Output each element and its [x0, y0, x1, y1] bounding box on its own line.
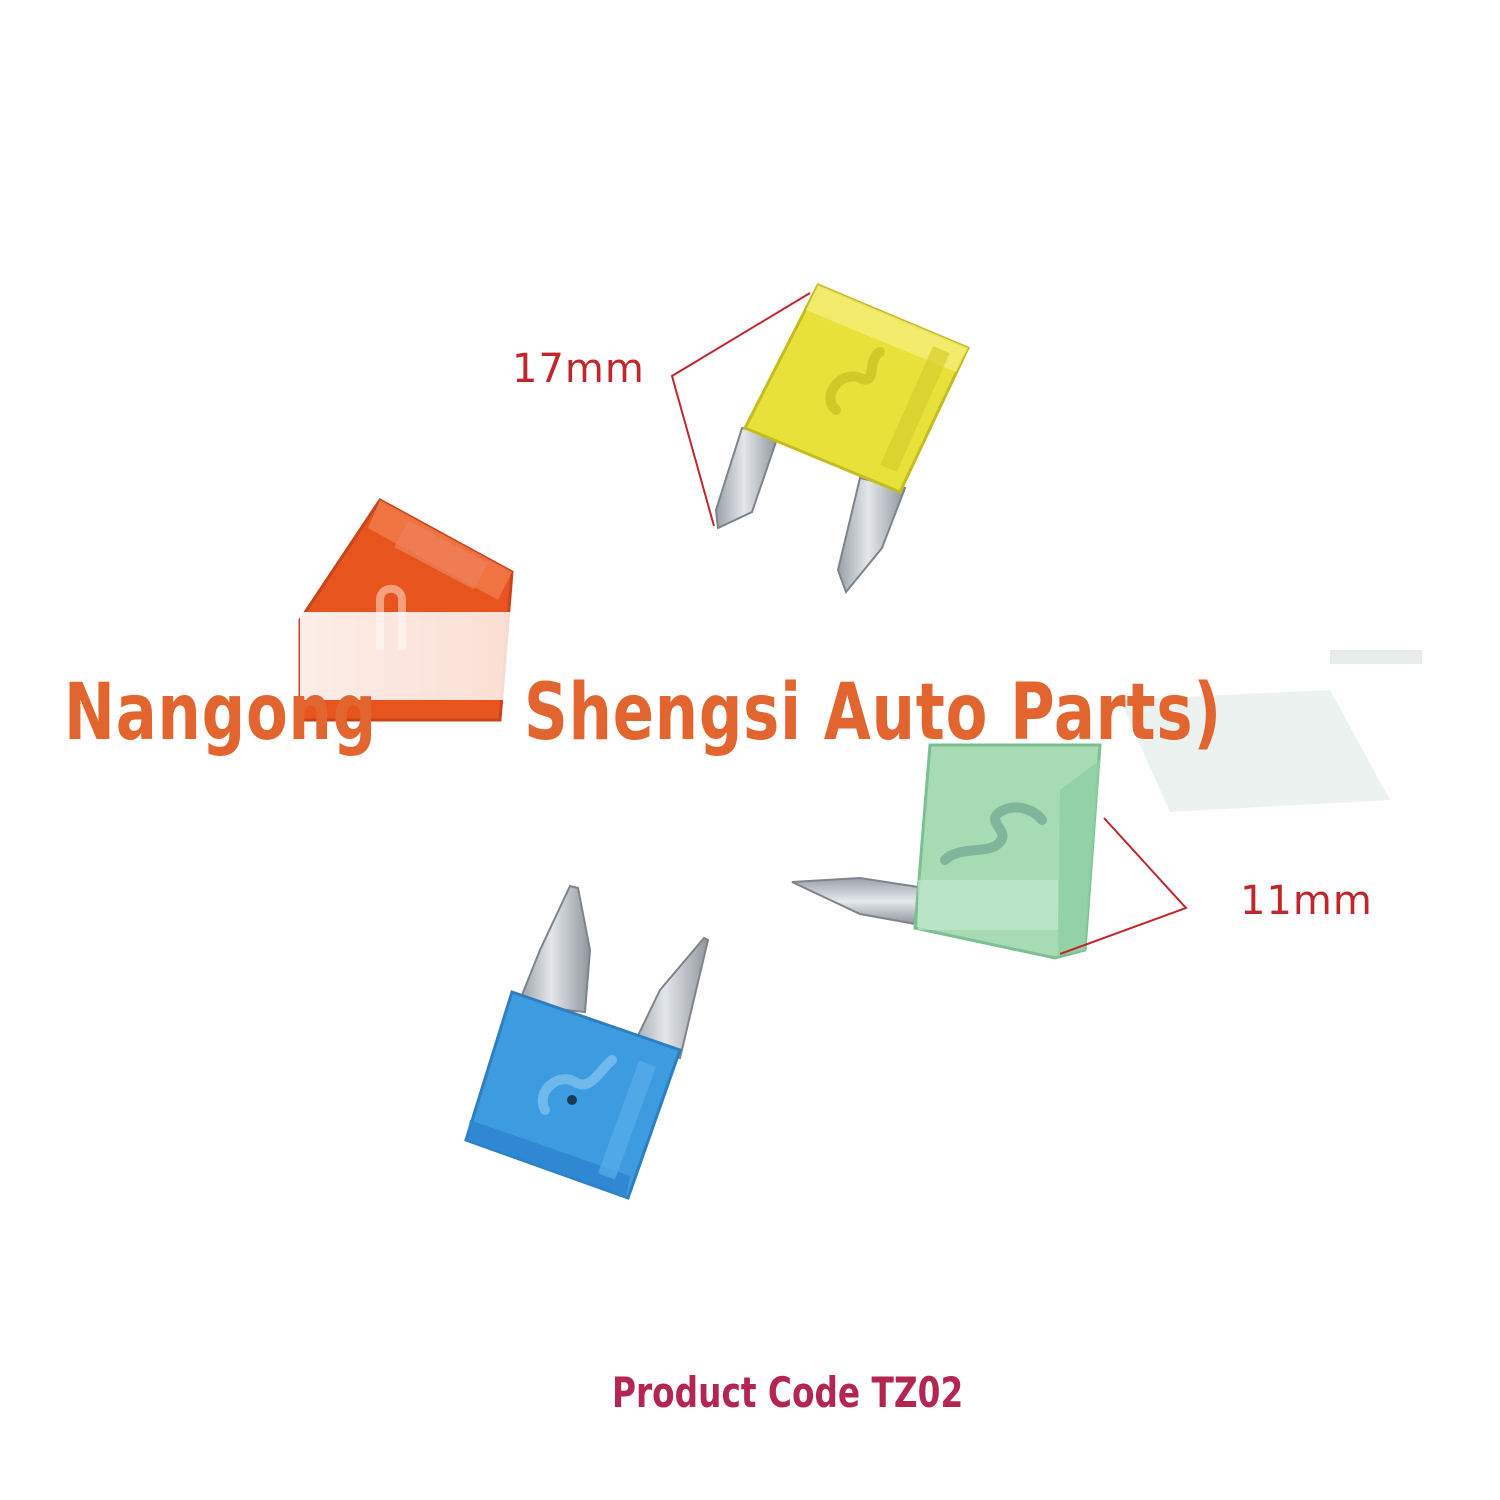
yellow-fuse: [714, 283, 971, 594]
green-fuse-side: [1058, 760, 1100, 956]
green-fuse: [791, 743, 1102, 960]
blue-fuse-rib: [598, 1060, 656, 1180]
blue-fuse-bottom: [466, 1120, 630, 1198]
blue-fuse-dot: [567, 1095, 577, 1105]
dimension-label-width: 11mm: [1240, 878, 1373, 924]
dimension-lines: [670, 292, 1188, 955]
green-fuse-base: [918, 880, 1058, 930]
product-code-label: Product Code TZ02: [612, 1368, 964, 1417]
faded-bar: [1330, 650, 1422, 664]
orange-fuse-element-mark: [376, 584, 406, 650]
green-fuse-element-mark: [940, 802, 1047, 865]
blue-fuse-blade-left: [518, 884, 592, 1014]
green-fuse-faded-blade: [1120, 690, 1390, 812]
yellow-fuse-blade-right: [836, 476, 907, 594]
fade-band: [300, 612, 1420, 700]
yellow-fuse-top: [806, 285, 968, 372]
watermark-left-text: Nangong: [64, 668, 377, 758]
orange-fuse-rib: [394, 520, 488, 590]
watermark-right-text: Shengsi Auto Parts): [524, 668, 1222, 758]
yellow-fuse-rib: [880, 345, 950, 473]
dimension-line-11mm: [1059, 817, 1188, 955]
green-fuse-blade: [791, 876, 927, 926]
blue-fuse-element-mark: [537, 1055, 617, 1115]
yellow-fuse-element-mark: [825, 347, 885, 415]
dimension-line-17mm: [670, 292, 811, 527]
yellow-fuse-blade-left: [714, 426, 780, 530]
dimension-label-length: 17mm: [512, 346, 645, 392]
blue-fuse: [464, 884, 710, 1200]
